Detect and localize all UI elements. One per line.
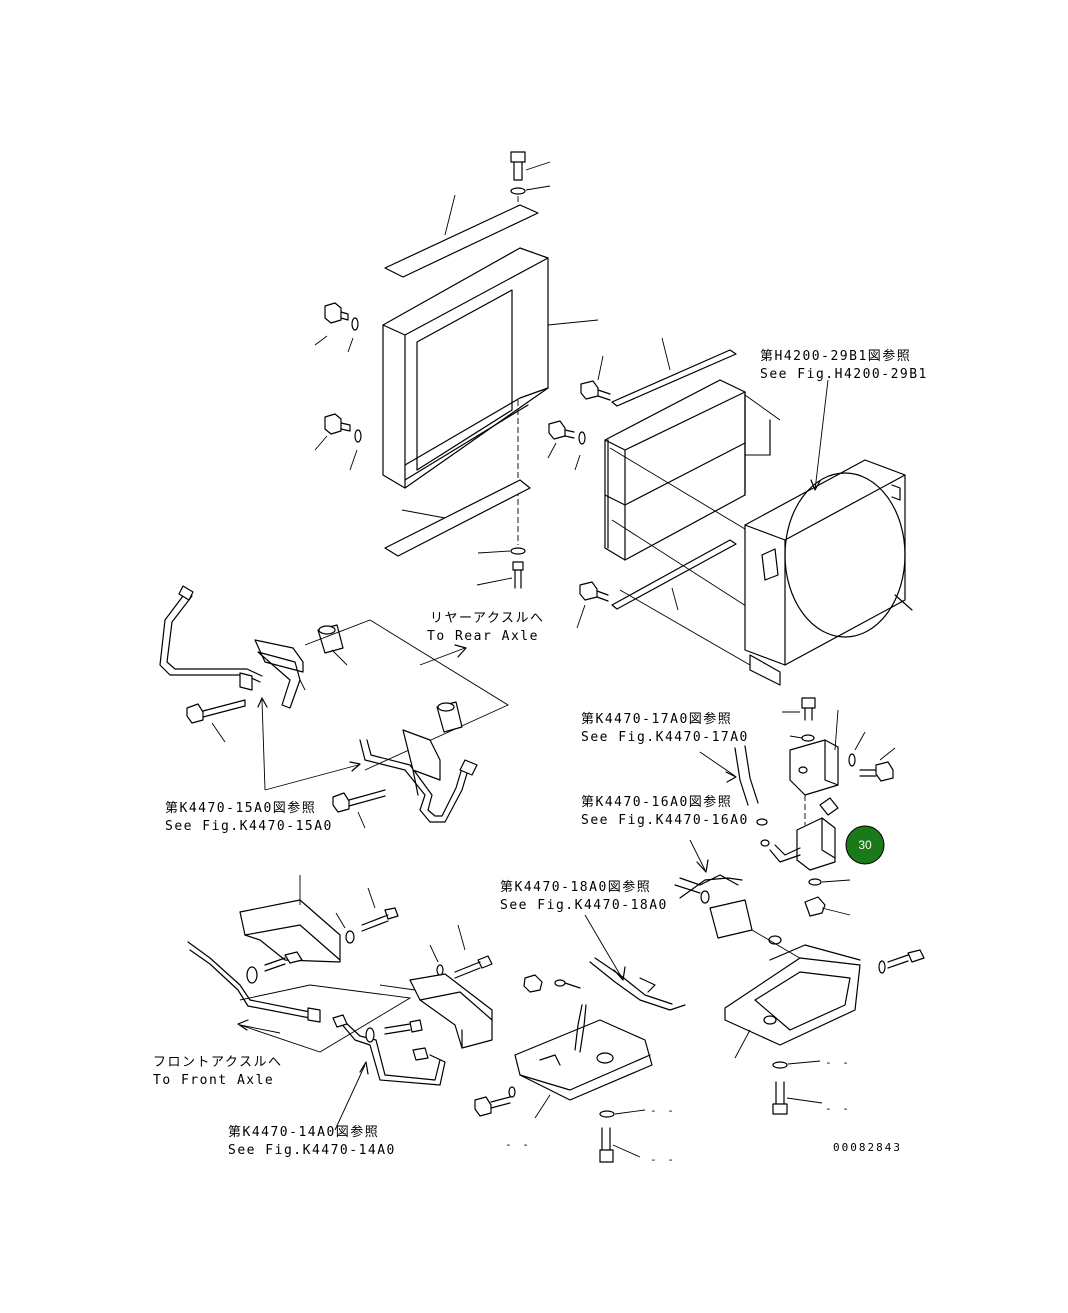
ref-k4470-14-en: See Fig.K4470-14A0 (228, 1143, 396, 1158)
shroud-frame (382, 247, 599, 545)
rear-bushing-upper (317, 624, 348, 666)
radiator-core (604, 379, 781, 561)
upper-bracket-bolt (782, 697, 816, 742)
ref-k4470-16-jp: 第K4470-16A0図参照 (581, 794, 732, 810)
ref-front-axle-jp: フロントアクスルへ (153, 1055, 282, 1070)
lower-bracket (756, 797, 839, 871)
rear-bolt-upper (186, 699, 246, 743)
core-bolt (547, 420, 586, 471)
center-bolt-vertical (599, 1109, 646, 1163)
fan-shroud (744, 379, 913, 686)
dash-mark-2: - - (825, 1102, 851, 1115)
drawing-number: 00082843 (833, 1141, 902, 1154)
upper-bracket (789, 709, 839, 825)
ref-k4470-14-jp: 第K4470-14A0図参照 (228, 1124, 379, 1140)
bottom-strip (576, 539, 737, 629)
rear-bracket-upper (254, 639, 306, 709)
ref-front-axle-en: To Front Axle (153, 1073, 274, 1088)
ref-k4470-17-jp: 第K4470-17A0図参照 (581, 711, 732, 727)
right-guard (724, 944, 861, 1059)
strip-bolt-upper (580, 355, 611, 401)
front-cover-2 (379, 973, 493, 1049)
callout-30[interactable]: 30 (845, 825, 885, 865)
right-bolt (878, 949, 925, 974)
dash-mark-3: - - (650, 1104, 676, 1117)
center-bolt-left (474, 1086, 516, 1117)
rear-bushing-lower (436, 701, 463, 733)
ref-k4470-15-jp: 第K4470-15A0図参照 (165, 800, 316, 816)
rear-hose-lower (359, 739, 478, 823)
right-bolt-vertical (772, 1060, 823, 1115)
dash-mark-1: - - (825, 1056, 851, 1069)
ref-k4470-18-en: See Fig.K4470-18A0 (500, 898, 668, 913)
front-hose-upper (187, 941, 321, 1023)
front-bolt-upper (429, 924, 493, 979)
top-bolt (510, 151, 551, 215)
ref-rear-axle-jp: リヤーアクスルへ (430, 611, 544, 626)
top-strip (611, 337, 737, 407)
ref-k4470-18-jp: 第K4470-18A0図参照 (500, 879, 651, 895)
small-washer-30 (804, 878, 851, 917)
ref-h4200-jp: 第H4200-29B1図参照 (760, 348, 911, 364)
dash-mark-5: - - (650, 1153, 676, 1166)
dash-mark-4: - - (505, 1138, 531, 1151)
callout-30-label: 30 (858, 838, 872, 852)
rear-bolt-lower (332, 789, 386, 829)
upper-bracket-bolt-side (848, 731, 896, 782)
hose-k4470-18 (584, 914, 686, 1011)
ref-k4470-15-en: See Fig.K4470-15A0 (165, 819, 333, 834)
center-nut (523, 974, 581, 993)
ref-k4470-16-en: See Fig.K4470-16A0 (581, 813, 749, 828)
ref-rear-axle-en: To Rear Axle (427, 629, 539, 644)
rear-hose-upper (159, 585, 263, 691)
ref-h4200-en: See Fig.H4200-29B1 (760, 367, 928, 382)
top-plate (384, 194, 539, 278)
front-cover (239, 875, 399, 963)
hose-k4470-16 (679, 839, 743, 899)
bottom-plate (384, 479, 531, 589)
front-hose-lower (332, 1014, 446, 1086)
ref-k4470-17-en: See Fig.K4470-17A0 (581, 730, 749, 745)
left-bolt-upper (314, 302, 359, 353)
hose-k4470-17 (699, 745, 759, 806)
tube-assembly (674, 884, 821, 971)
center-guard (514, 1004, 653, 1119)
left-bolt-lower (314, 413, 362, 471)
rear-bracket-lower (402, 729, 441, 796)
